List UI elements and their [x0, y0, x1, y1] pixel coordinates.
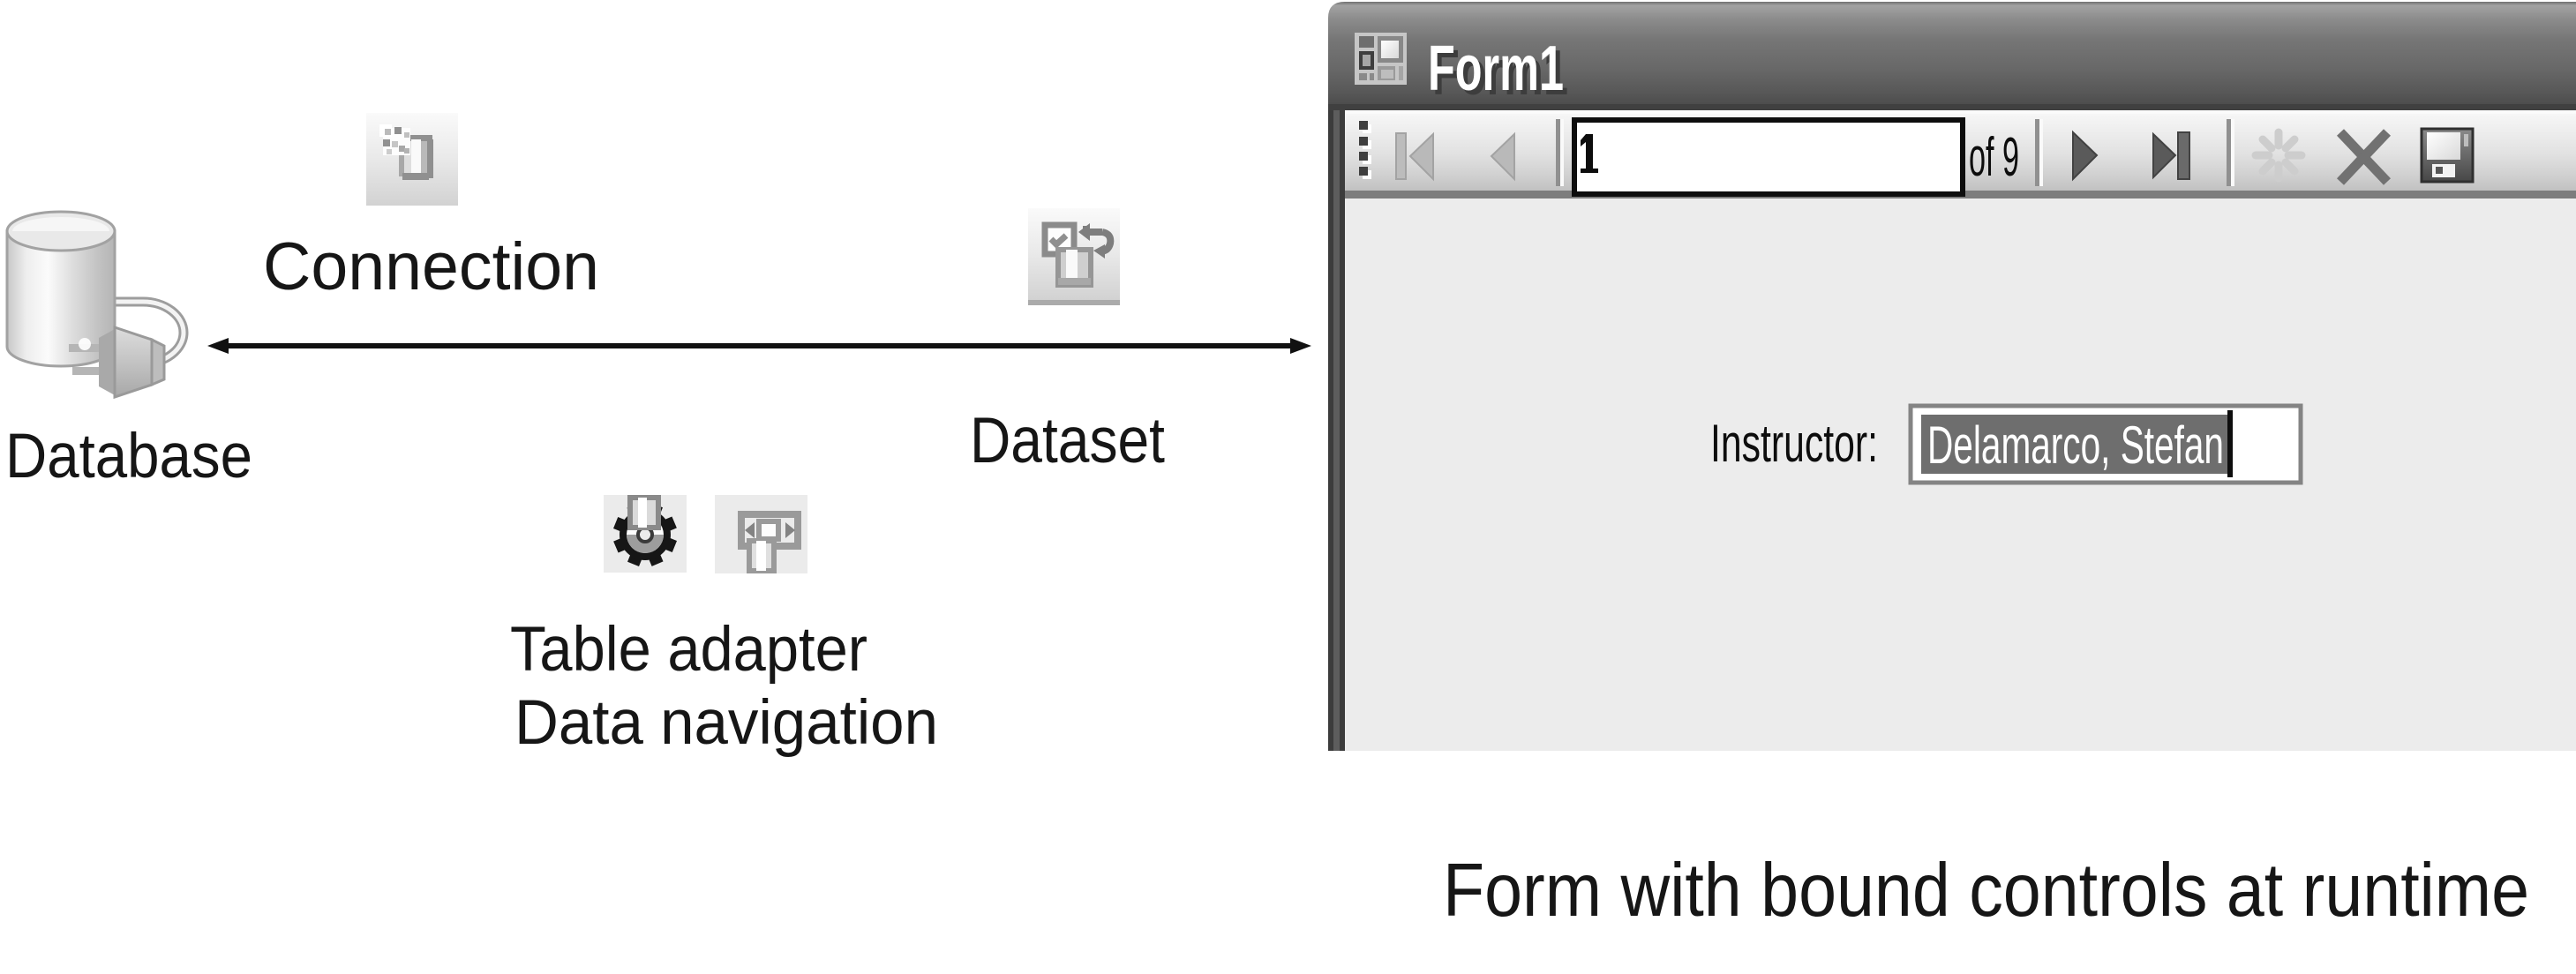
svg-text:Dataset: Dataset	[970, 405, 1165, 476]
svg-text:Connection: Connection	[263, 229, 599, 304]
svg-text:Form1: Form1	[1428, 34, 1564, 104]
svg-text:Database: Database	[5, 422, 252, 491]
svg-text:Data navigation: Data navigation	[514, 688, 938, 758]
svg-text:Instructor:: Instructor:	[1710, 414, 1878, 473]
svg-text:of 9: of 9	[1969, 127, 2019, 188]
svg-text:Form1: Form1	[1432, 38, 1568, 109]
svg-text:Form with bound controls at ru: Form with bound controls at runtime	[1443, 849, 2529, 933]
svg-text:Table adapter: Table adapter	[510, 615, 867, 685]
svg-text:Delamarco, Stefan: Delamarco, Stefan	[1927, 416, 2224, 475]
